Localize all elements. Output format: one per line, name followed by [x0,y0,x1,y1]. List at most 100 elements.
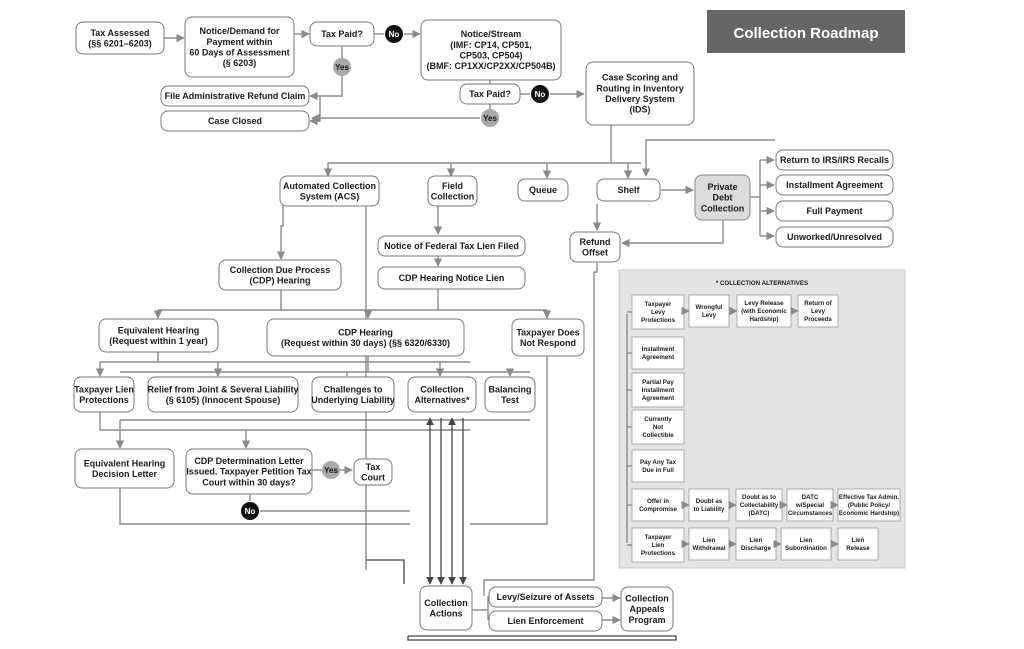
offer-item-3-label-1: DATC [802,494,819,501]
tax-assessed-label-2: (§§ 6201–6203) [88,38,152,48]
notice-demand-label-4: (§ 6203) [223,58,257,68]
shelf-node: Shelf [596,178,661,202]
balancing-box [484,376,536,413]
edge-not-respond-out [470,356,548,525]
collection-actions-box [419,585,473,631]
case-closed-label-1: Case Closed [208,116,262,126]
lien-item-2-label-2: Discharge [741,545,771,552]
collection-appeals-label-3: Program [628,615,665,625]
alt-row-3-label-3: Agreement [642,395,674,402]
collection-alts-label-2: Alternatives* [414,395,470,405]
case-scoring-box [585,61,695,126]
taxpayer-not-respond-label-1: Taxpayer Does [516,327,579,337]
cdp-hearing-label-2: (Request within 30 days) (§§ 6320/6330) [281,338,450,348]
taxpayer-lien-prot-label-2: Protections [79,395,129,405]
nftl-node: Notice of Federal Tax Lien Filed [377,235,526,257]
eq-decision-box [74,448,175,489]
nftl-label-1: Notice of Federal Tax Lien Filed [384,241,519,251]
badge-yes-circle-2 [481,109,499,127]
equivalent-hearing-node: Equivalent Hearing(Request within 1 year… [98,318,219,353]
refund-claim-box [160,85,310,107]
tax-paid-1-node: Tax Paid? [309,21,375,47]
edge-return-to-shelf [641,139,775,177]
levy-item-3-box [797,294,839,328]
taxpayer-lien-prot-label-1: Taxpayer Lien [74,384,134,394]
case-scoring-label-3: Delivery System [605,94,675,104]
badge-no-circle-1 [385,25,403,43]
notice-stream-label-4: (BMF: CP1XX/CP2XX/CP504B) [426,61,555,71]
badge-yes-2: Yes [481,109,499,127]
acs-box [279,175,380,207]
alt-row-5-box [631,449,685,483]
notice-stream-box [420,19,562,81]
tax-paid-2-label-1: Tax Paid? [469,89,511,99]
notice-demand-label-2: Payment within [206,37,272,47]
alt-row-4-label-3: Collectible [642,432,674,439]
offer-item-2-label-2: Collectability [740,502,779,509]
full-payment-box [775,200,894,222]
refund-offset-label-1: Refund [580,237,611,247]
edge-refund-down [594,262,598,273]
tax-paid-1-label-1: Tax Paid? [321,29,363,39]
levy-item-3-label-2: Levy [811,308,826,315]
badge-no-label-1: No [389,30,400,39]
levy-item-3-label-1: Return of [804,300,832,307]
levy-item-1-label-1: Wrongful [695,304,722,311]
badge-yes-1: Yes [333,58,351,76]
edge-acs-to-actions [366,559,405,584]
levy-seizure-box [488,586,603,608]
cdp-determination-box [185,448,313,495]
edge-eq-decision-out [119,488,410,525]
lien-item-3-label-1: Lien [800,537,813,544]
pdc-label-3: Collection [701,203,745,213]
badge-no-circle-3 [241,502,259,520]
levy-item-1-box [688,294,730,328]
badge-yes-circle-1 [333,58,351,76]
badge-yes-3: Yes [322,461,340,479]
alt-row-5-label-1: Pay Any Tax [640,459,677,466]
edge-refund-to-actions [483,272,595,596]
installment-box [775,174,894,196]
refund-offset-label-2: Offset [582,247,608,257]
alt-row-3-label-1: Partial Pay [642,379,674,386]
badge-yes-label-3: Yes [324,466,338,475]
badge-no-label-2: No [535,90,546,99]
edge-issues-bottom-bus [99,412,470,431]
offer-item-2-box [735,488,783,522]
cdp-due-process-node: Collection Due Process(CDP) Hearing [218,259,342,291]
alternatives-heading: * COLLECTION ALTERNATIVES [716,280,808,287]
levy-item-1-label-2: Levy [702,312,717,319]
offer-item-2-label-3: (DATC) [749,510,770,517]
queue-node: Queue [517,178,569,202]
challenges-label-2: Underlying Liability [311,395,395,405]
taxpayer-lien-prot-box [73,376,135,413]
full-payment-node: Full Payment [775,200,894,222]
edge-to-closed-1 [309,96,321,126]
shelf-label-1: Shelf [617,185,640,195]
alt-row-5-label-2: Due in Full [642,467,674,474]
alt-row-7-box [631,527,685,563]
tax-assessed-box [75,21,165,55]
levy-item-3-label-3: Proceeds [804,316,832,323]
refund-claim-label-1: File Administrative Refund Claim [165,91,306,101]
cdp-determination-label-1: CDP Determination Letter [194,456,304,466]
offer-item-4-node: Effective Tax Admin.(Public Policy/Econo… [837,488,901,522]
notice-demand-label-3: 60 Days of Assessment [189,47,289,57]
lien-item-4-label-2: Release [846,545,870,552]
levy-item-2-label-1: Levy Release [744,300,784,307]
relief-joint-label-2: (§ 6105) (Innocent Spouse) [166,395,281,405]
tax-court-label-2: Court [361,472,385,482]
cdp-notice-lien-label-1: CDP Hearing Notice Lien [399,273,505,283]
